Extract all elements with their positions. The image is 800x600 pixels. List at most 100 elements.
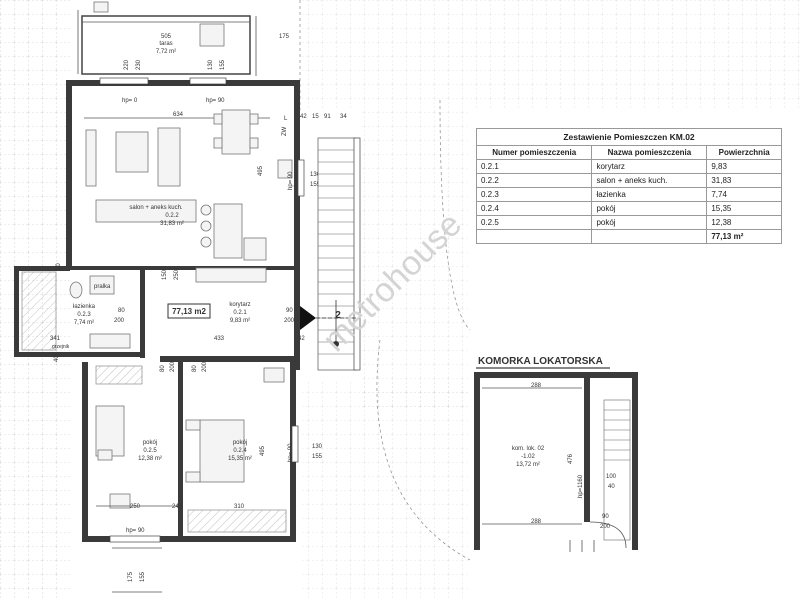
wardrobe-025 [95,365,143,385]
cell-num: 0.2.3 [475,187,593,202]
table-row: 0.2.4 pokój 15,35 [475,201,782,216]
toilet [69,281,83,299]
dim-288-bottom: 288 [531,519,542,525]
total-area-box [167,303,211,319]
cell-name: korytarz [591,159,708,174]
dim-155-r: 155 [310,182,321,188]
room-schedule-table: Zestawienie Pomieszczen KM.02 Numer pomi… [475,128,782,244]
sink [89,333,131,349]
dim-200k: 200 [600,524,611,530]
dim-200d: 200 [202,361,208,372]
dim-hp0: hp= 0 [122,98,138,104]
header-name: Nazwa pomieszczenia [591,145,708,160]
dim-30: 30 [56,263,62,270]
bathroom-area: 7,74 m² [74,320,94,326]
bottom-dims: hp= 90 175 155 [109,528,162,593]
corridor-name: korytarz [229,302,250,308]
dim-634: 634 [173,112,184,118]
dim-341: 341 [50,336,61,342]
bedroom-024: pokój 0.2.4 15,35 m² 495 hp= 90 130 155 … [185,367,323,533]
dim-80a: 80 [118,308,125,314]
bed-025 [95,405,125,457]
top-windows: 220 230 130 155 hp= 0 hp= 90 [99,59,227,104]
cell-name: salon + aneks kuch. [591,173,708,188]
label-grzejnik: grzejnik [52,344,70,350]
sofa [157,127,181,187]
bedroom-025: pokój 0.2.5 12,38 m² 250 24 [95,365,179,510]
storage-name: kom. lok. 02 [512,446,545,452]
dim-130-r: 130 [310,172,321,178]
dim-34: 34 [340,114,347,120]
cell-area: 31,83 [706,173,782,188]
dining-table [221,109,251,155]
apartment-walls [14,80,300,542]
storage-num: -1.02 [521,454,535,460]
dim-130b: 130 [312,444,323,450]
right-dims: 42 15 91 34 130 155 hp= 90 [288,114,347,197]
dim-476: 476 [568,453,574,464]
table-title: Zestawienie Pomieszczen KM.02 [476,128,782,146]
corridor-area: 9,83 m² [230,318,250,324]
ground-grid-mid [360,110,470,410]
bathroom-name: łazienka [73,304,96,310]
desk-025 [109,493,131,509]
mark-zw: ZW [282,126,288,136]
bedroom-025-name: pokój [143,440,157,446]
dim-288-top: 288 [531,383,542,389]
dim-24: 24 [172,504,179,510]
dim-90a: 90 [286,308,293,314]
dim-80c: 80 [192,365,198,372]
dim-130-top: 130 [208,59,214,70]
dim-200c: 200 [170,361,176,372]
dim-155b: 155 [312,454,323,460]
dim-310: 310 [234,504,245,510]
dim-42b: 42 [298,336,305,342]
dim-155-top: 155 [220,59,226,70]
table-title-row: Zestawienie Pomieszczen KM.02 [476,128,782,146]
salon-area: 31,83 m² [160,221,184,227]
dim-15: 15 [312,114,319,120]
dim-hp-bottom: hp= 90 [126,528,145,534]
desk-024 [263,367,285,383]
storage-door-swing [589,521,627,549]
table-row: 0.2.5 pokój 12,38 [475,215,782,230]
stove [243,237,267,261]
terrace-name: taras [159,41,172,47]
tv-cabinet [85,129,97,187]
dim-155-bottom: 155 [140,571,146,582]
bathroom: pralka łazienka 0.2.3 7,74 m² 80 200 30 … [21,263,131,362]
bathtub [21,271,57,351]
bedroom-024-area: 15,35 m² [228,456,252,462]
dim-175-bottom: 175 [128,571,134,582]
kitchen-counter [95,199,197,223]
cell-area: 9,83 [706,159,782,174]
dim-40: 40 [54,355,60,362]
dim-230: 230 [136,59,142,70]
dim-80b: 80 [160,365,166,372]
washing-machine [89,275,115,295]
total-area-label: 77,13 m2 [172,307,206,316]
cell-name: łazienka [591,187,708,202]
storage-area: 13,72 m² [516,462,540,468]
terrace-dim: 505 [161,34,172,40]
cell-name: pokój [591,201,708,216]
total-empty-1 [475,229,593,244]
bedroom-024-name: pokój [233,440,247,446]
mark-l: L [284,116,288,122]
corridor: 77,13 m2 korytarz 0.2.1 9,83 m² 90 200 4… [167,267,360,342]
dim-200a: 200 [114,318,125,324]
coffee-table [115,131,149,173]
dim-250b: 250 [130,504,141,510]
bedroom-025-area: 12,38 m² [138,456,162,462]
terrace-table [199,23,225,47]
dim-hp1160: hp=1160 [578,474,584,498]
cell-area: 12,38 [706,215,782,230]
table-row: 0.2.2 salon + aneks kuch. 31,83 [475,173,782,188]
terrace: 505 taras 7,72 m² 175 [77,1,290,76]
salon-furniture: 634 salon + aneks kuch. 0.2.2 31,83 m² 4… [84,109,293,280]
salon-name: salon + aneks kuch. [129,205,183,211]
dim-220: 220 [124,59,130,70]
cell-num: 0.2.1 [475,159,593,174]
dim-200b: 200 [284,318,295,324]
